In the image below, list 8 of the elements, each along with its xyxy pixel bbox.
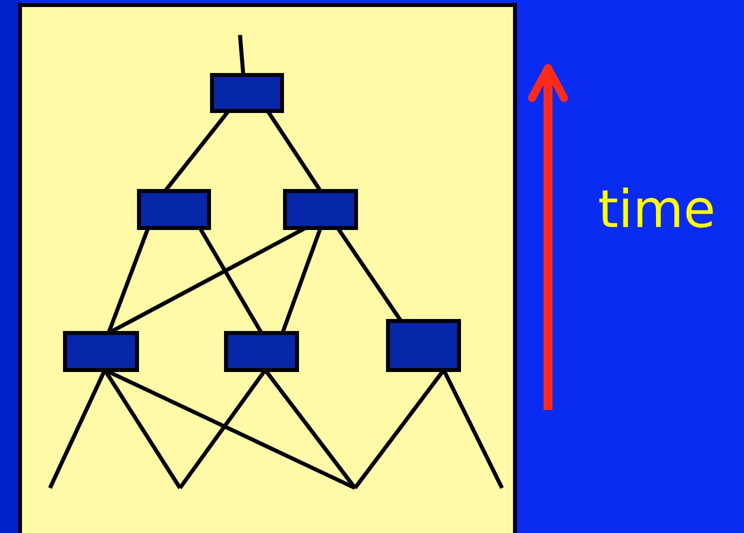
process-box	[283, 189, 358, 230]
connector-line	[238, 34, 246, 76]
process-box	[137, 189, 211, 230]
process-box	[224, 331, 299, 372]
process-box	[63, 331, 139, 372]
axis-label: time	[598, 180, 716, 240]
process-box	[386, 319, 461, 372]
process-box	[210, 73, 284, 113]
